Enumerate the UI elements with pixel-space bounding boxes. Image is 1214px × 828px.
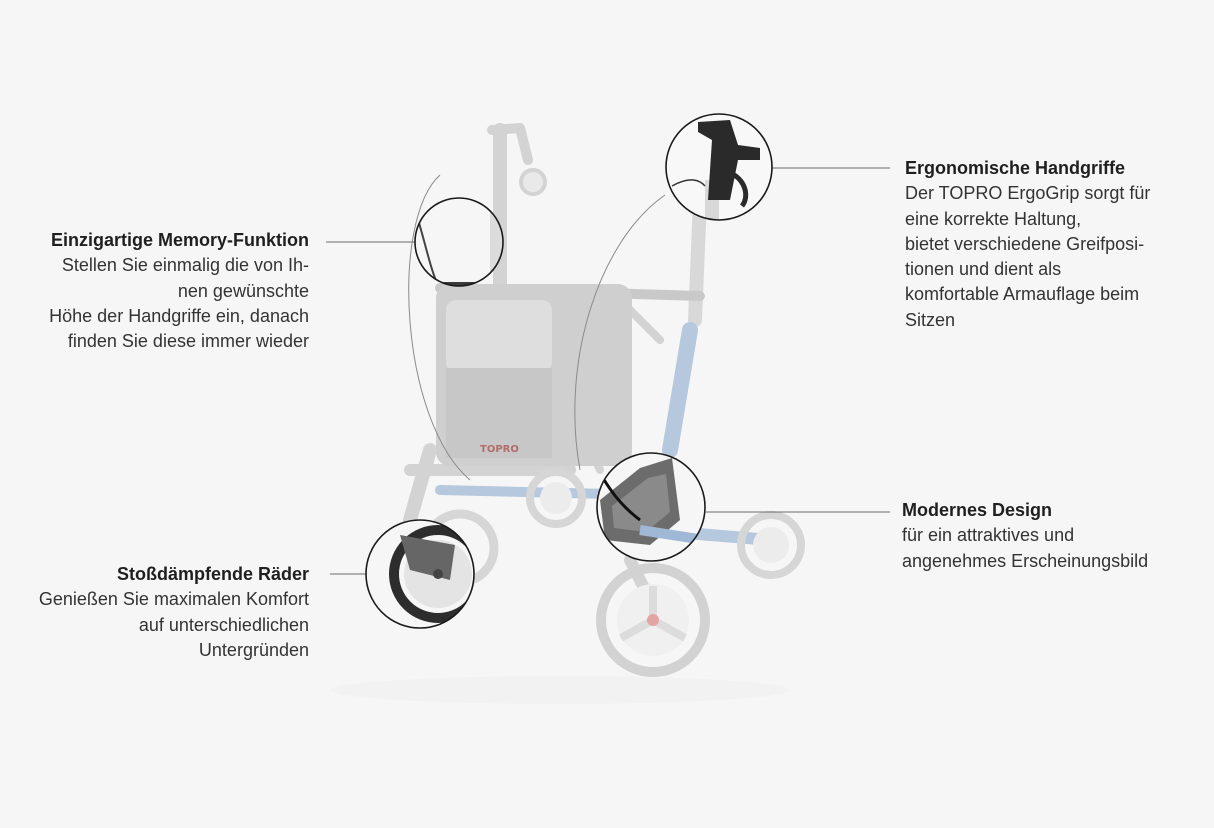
feature-modern-design: Modernes Design für ein attraktives und … <box>902 498 1148 574</box>
feature-memory-line: finden Sie diese immer wieder <box>67 331 309 352</box>
feature-grip-line: eine korrekte Haltung, <box>905 208 1082 229</box>
rollator-bag: TOPRO <box>436 284 632 466</box>
feature-design-title: Modernes Design <box>902 500 1053 520</box>
bag-logo-text: TOPRO <box>480 444 519 455</box>
floor-reflection <box>330 676 790 704</box>
feature-grip-line: Der TOPRO ErgoGrip sorgt für <box>905 183 1151 204</box>
feature-memory: Einzigartige Memory-Funktion Stellen Sie… <box>49 228 309 354</box>
feature-memory-line: Stellen Sie einmalig die von Ih- <box>61 255 309 276</box>
feature-shock-absorbing-wheels: Stoßdämpfende Räder Genießen Sie maximal… <box>39 562 309 663</box>
feature-shock-line: Genießen Sie maximalen Komfort <box>38 589 309 610</box>
feature-memory-line: Höhe der Handgriffe ein, danach <box>49 305 309 326</box>
detail-design <box>596 452 706 562</box>
feature-shock-title: Stoßdämpfende Räder <box>116 564 309 584</box>
feature-grip-line: tionen und dient als <box>905 259 1062 280</box>
feature-grip-line: komfortable Armauflage beim <box>905 284 1140 305</box>
feature-grip-line: Sitzen <box>905 309 956 330</box>
wheels <box>421 468 805 677</box>
feature-memory-line: nen gewünschte <box>177 280 309 301</box>
feature-shock-line: Untergründen <box>198 639 309 660</box>
feature-grip-line: bietet verschiedene Greifposi- <box>905 233 1145 254</box>
feature-grip-title: Ergonomische Handgriffe <box>905 158 1126 178</box>
feature-memory-title: Einzigartige Memory-Funktion <box>50 230 309 250</box>
feature-shock-line: auf unterschiedlichen <box>138 614 309 635</box>
feature-design-line: für ein attraktives und <box>902 525 1075 546</box>
detail-shock <box>365 519 475 629</box>
feature-design-line: angenehmes Erscheinungsbild <box>902 550 1149 571</box>
detail-grip <box>665 113 773 221</box>
feature-ergonomic-grips: Ergonomische Handgriffe Der TOPRO ErgoGr… <box>905 156 1150 333</box>
callout-lines <box>326 167 890 575</box>
